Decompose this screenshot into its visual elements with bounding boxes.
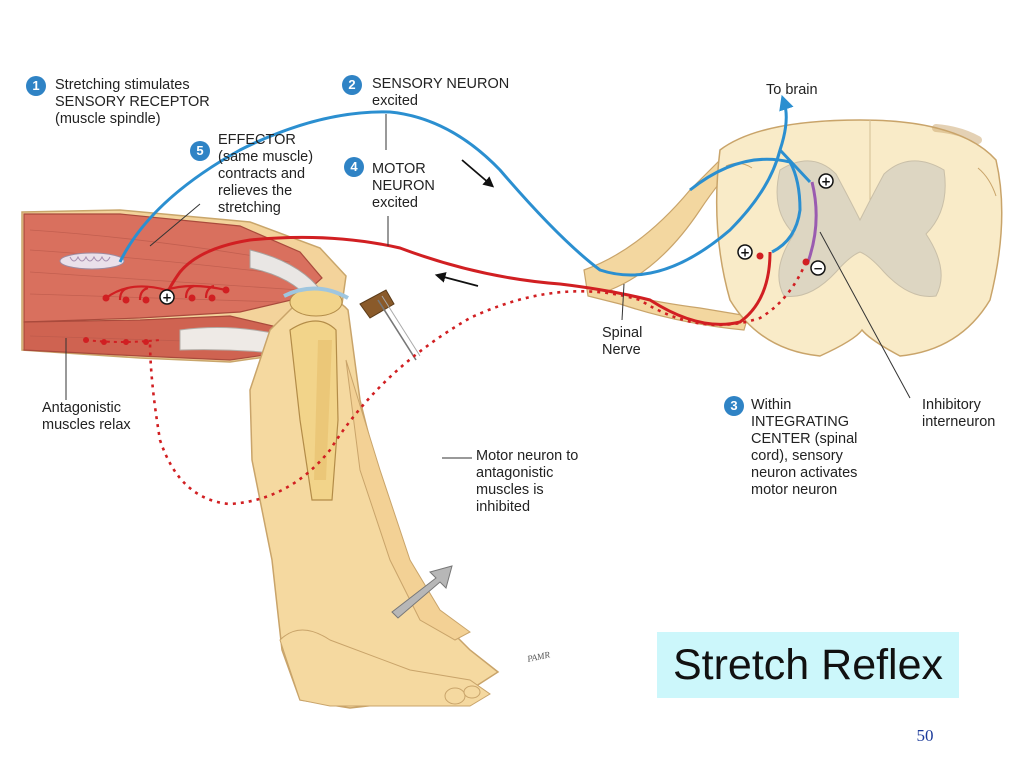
direction-arrow-icon — [434, 272, 479, 287]
leader-lines — [65, 114, 911, 459]
svg-text:−: − — [813, 262, 823, 276]
svg-text:+: + — [740, 246, 750, 260]
step-3-badge: 3 — [724, 396, 744, 416]
kick-arrow-icon — [391, 565, 453, 619]
page-number: 50 — [916, 726, 934, 745]
antagonistic-muscles-label: Antagonistic muscles relax — [42, 400, 131, 433]
step-2-badge: 2 — [342, 75, 362, 95]
tendon-hammer-icon — [359, 289, 421, 361]
step-3-label: Within INTEGRATING CENTER (spinal cord),… — [751, 397, 858, 498]
to-brain-label: To brain — [766, 82, 818, 98]
inhibitory-interneuron-path — [806, 181, 818, 263]
spinal-cord — [715, 119, 1003, 357]
muscle-spindle — [59, 252, 125, 270]
slide-title: Stretch Reflex — [672, 641, 944, 689]
foot — [279, 629, 491, 707]
artist-signature: PAMR — [525, 649, 551, 664]
inhibitory-synapse-icon: − — [810, 260, 826, 276]
step-2-label: SENSORY NEURON excited — [372, 76, 510, 109]
excitatory-synapse-icon: + — [737, 244, 753, 260]
excitatory-synapse-icon: + — [818, 173, 834, 189]
lower-leg — [249, 286, 500, 709]
step-5-badge: 5 — [190, 141, 210, 161]
direction-arrow-icon — [461, 159, 495, 188]
step-4-label: MOTOR NEURON excited — [372, 161, 435, 211]
spinal-nerve-label: Spinal Nerve — [602, 325, 643, 358]
slide-title-box: Stretch Reflex — [657, 632, 959, 698]
svg-text:+: + — [821, 175, 831, 189]
inhibitory-interneuron-label: Inhibitory interneuron — [922, 397, 996, 430]
step-5-label: EFFECTOR (same muscle) contracts and rel… — [218, 132, 314, 216]
excitatory-synapse-icon: + — [159, 289, 175, 305]
step-1-label: Stretching stimulates SENSORY RECEPTOR (… — [55, 77, 210, 127]
step-4-badge: 4 — [344, 157, 364, 177]
antagonist-end-plates — [85, 339, 161, 343]
spinal-nerve-bundle — [583, 149, 749, 331]
step-1-badge: 1 — [26, 76, 46, 96]
sensory-neuron — [118, 94, 794, 277]
antagonist-motor-neuron-label: Motor neuron to antagonistic muscles is … — [476, 448, 579, 515]
svg-text:+: + — [162, 291, 172, 305]
